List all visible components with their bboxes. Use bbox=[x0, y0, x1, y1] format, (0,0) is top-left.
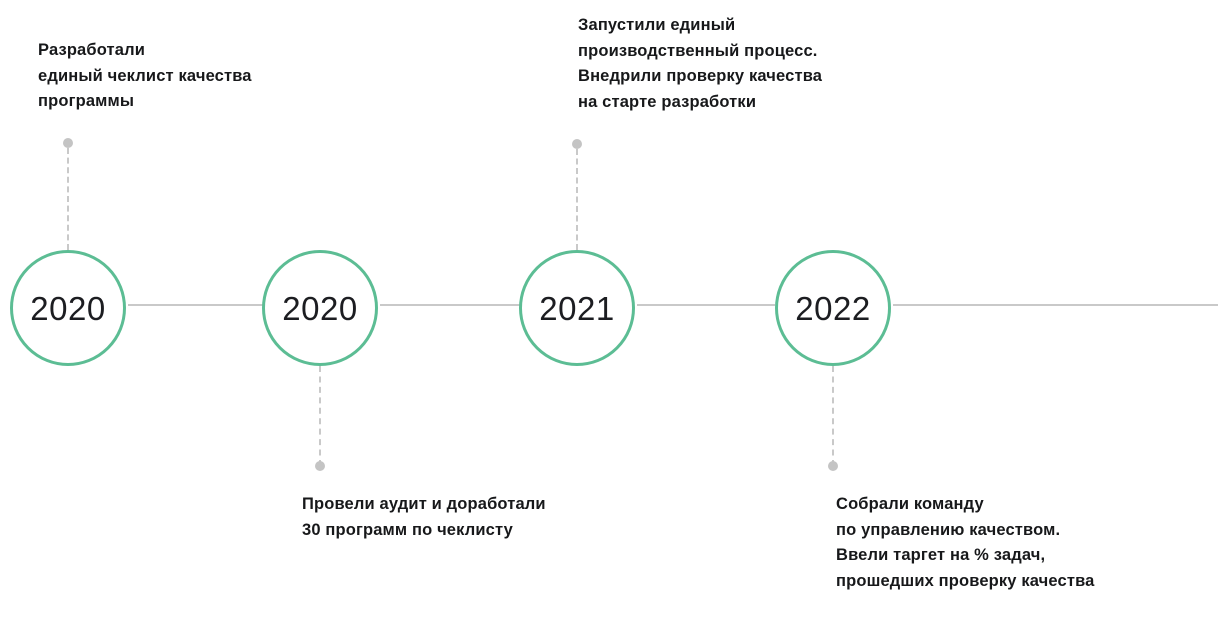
leader-line-2 bbox=[319, 366, 321, 466]
timeline-node-1[interactable]: 2020 bbox=[10, 250, 126, 366]
timeline-node-year-4: 2022 bbox=[795, 289, 871, 327]
timeline-node-4[interactable]: 2022 bbox=[775, 250, 891, 366]
timeline-node-year-2: 2020 bbox=[282, 289, 358, 327]
leader-line-4 bbox=[832, 366, 834, 466]
leader-dot-1 bbox=[63, 138, 73, 148]
timeline-axis-segment-2 bbox=[380, 304, 520, 306]
timeline-node-2[interactable]: 2020 bbox=[262, 250, 378, 366]
timeline-node-year-3: 2021 bbox=[539, 289, 615, 327]
leader-dot-4 bbox=[828, 461, 838, 471]
milestone-callout-3: Запустили единый производственный процес… bbox=[578, 16, 823, 111]
leader-line-3 bbox=[576, 149, 578, 250]
milestone-callout-4: Собрали команду по управлению качеством.… bbox=[836, 495, 1095, 590]
milestone-callout-2: Провели аудит и доработали 30 программ п… bbox=[302, 495, 546, 539]
milestone-callout-1: Разработали единый чеклист качества прог… bbox=[38, 41, 252, 110]
timeline-axis-segment-3 bbox=[637, 304, 775, 306]
leader-dot-2 bbox=[315, 461, 325, 471]
leader-line-1 bbox=[67, 148, 69, 250]
leader-dot-3 bbox=[572, 139, 582, 149]
timeline-node-3[interactable]: 2021 bbox=[519, 250, 635, 366]
timeline-axis-segment-1 bbox=[128, 304, 264, 306]
timeline-node-year-1: 2020 bbox=[30, 289, 106, 327]
timeline-axis-segment-4 bbox=[893, 304, 1218, 306]
